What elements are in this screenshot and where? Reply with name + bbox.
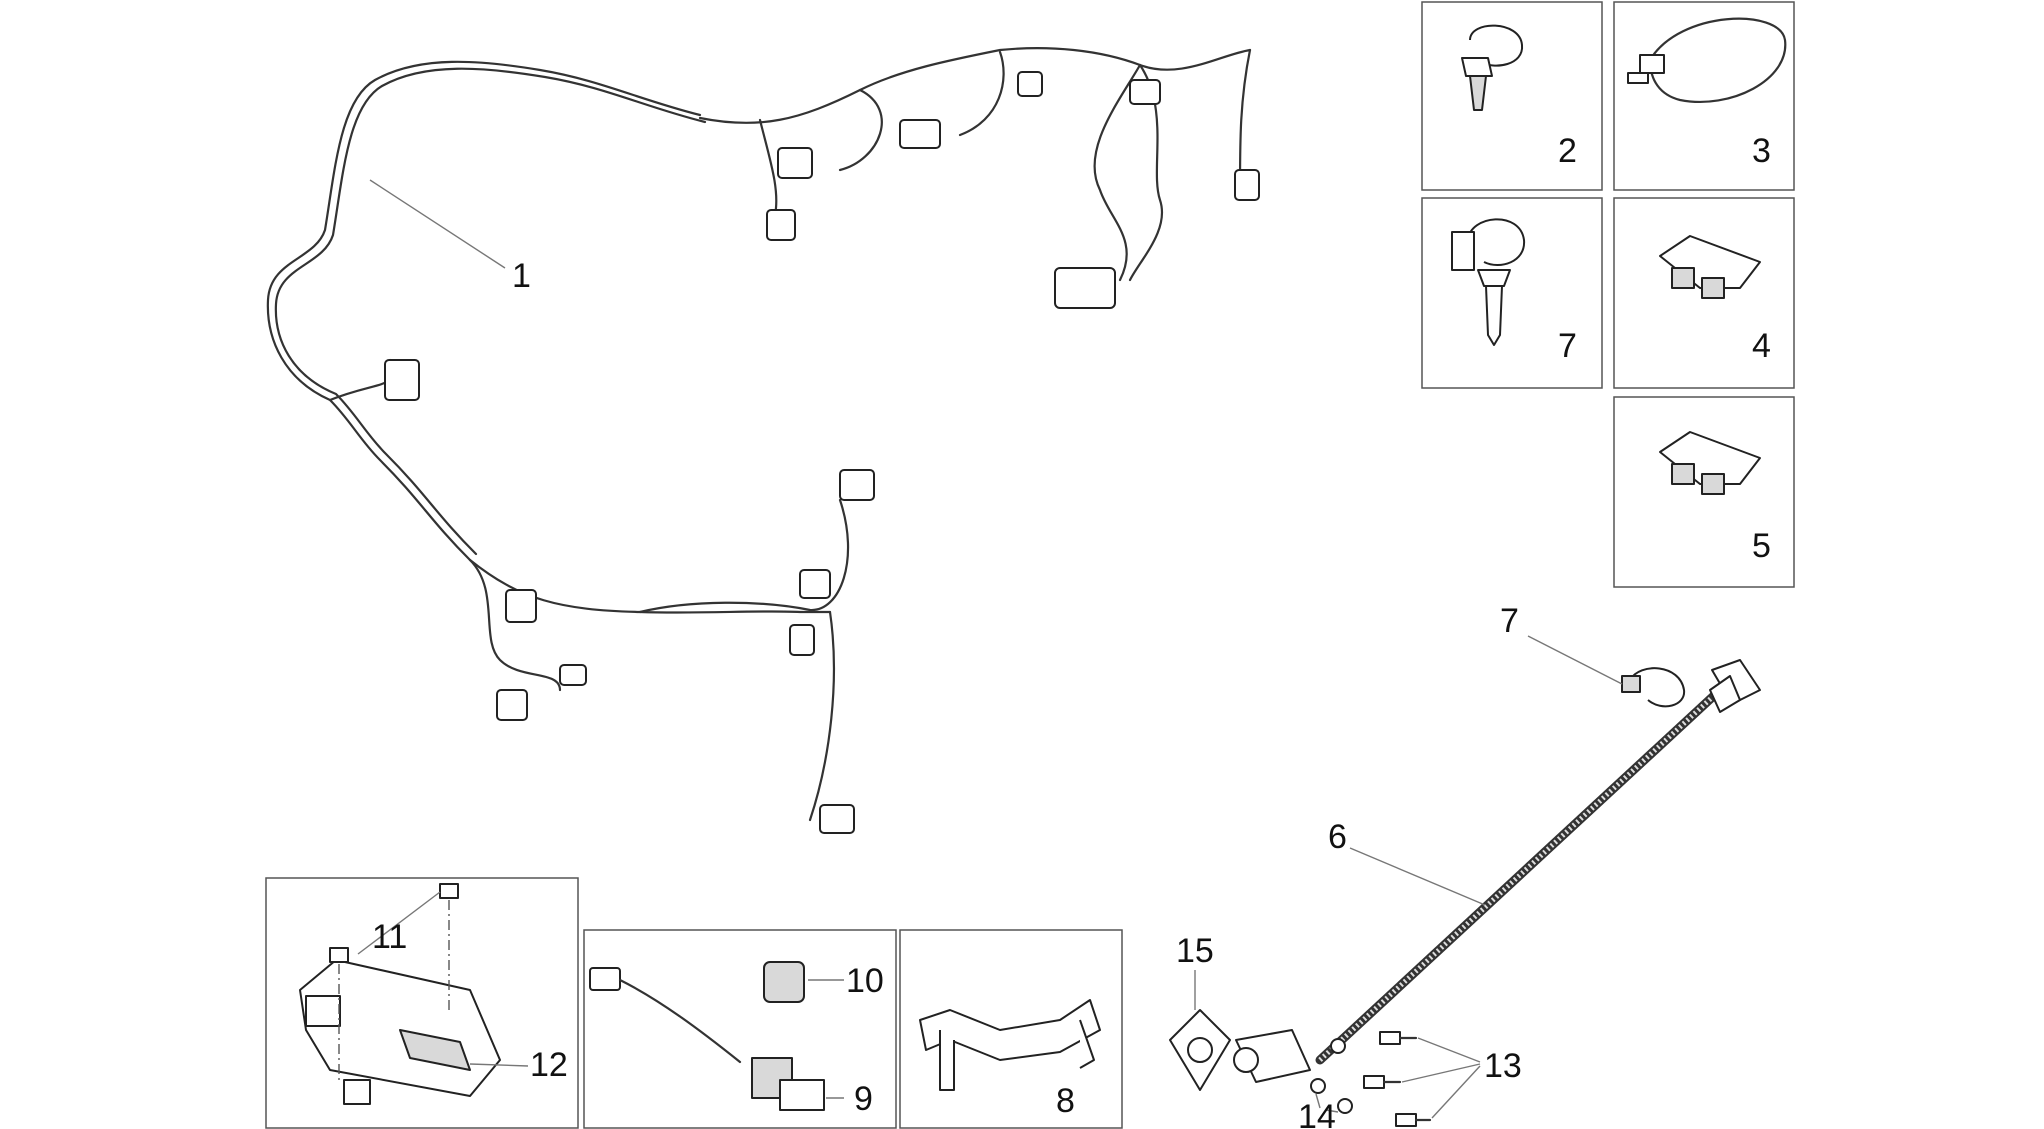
box-part-4 xyxy=(1613,197,1795,389)
box-part-12 xyxy=(265,877,579,1129)
callout-2: 2 xyxy=(1558,132,1577,170)
callout-3: 3 xyxy=(1752,132,1771,170)
cable-tie-part-3 xyxy=(1627,17,1787,103)
gasket-part-15 xyxy=(1169,1009,1231,1091)
main-wiring-harness xyxy=(266,47,1260,834)
control-unit-part-12 xyxy=(299,883,501,1105)
callout-1: 1 xyxy=(512,257,531,295)
grommet-part-10 xyxy=(763,961,805,1003)
callout-14: 14 xyxy=(1298,1098,1336,1129)
box-part-3 xyxy=(1613,1,1795,191)
clip-part-2 xyxy=(1461,24,1524,111)
callout-13: 13 xyxy=(1484,1047,1522,1085)
callout-10: 10 xyxy=(846,962,884,1000)
box-part-7 xyxy=(1421,197,1603,389)
callout-6: 6 xyxy=(1328,818,1347,856)
callout-11: 11 xyxy=(372,918,407,956)
callout-5: 5 xyxy=(1752,527,1771,565)
callout-12: 12 xyxy=(530,1046,568,1084)
box-part-8 xyxy=(899,929,1123,1129)
fuse-part-5 xyxy=(1659,431,1761,495)
fuse-part-4 xyxy=(1659,235,1761,299)
callout-9: 9 xyxy=(854,1080,873,1118)
clip-part-7 xyxy=(1451,218,1526,346)
washers-part-14 xyxy=(1310,1038,1353,1114)
box-part-2 xyxy=(1421,1,1603,191)
box-part-9-10 xyxy=(583,929,897,1129)
speed-sensor-cable-part-6 xyxy=(1233,659,1761,1083)
box-part-5 xyxy=(1613,396,1795,588)
callout-15: 15 xyxy=(1176,932,1214,970)
sensor-lead-part-9 xyxy=(589,967,825,1111)
callout-7-clip: 7 xyxy=(1500,602,1519,640)
callout-4: 4 xyxy=(1752,327,1771,365)
callout-7-box: 7 xyxy=(1558,327,1577,365)
screws-part-13 xyxy=(1363,1031,1432,1127)
clip-part-7-loose xyxy=(1621,667,1686,708)
callout-8: 8 xyxy=(1056,1082,1075,1120)
bracket-part-8 xyxy=(919,999,1101,1091)
